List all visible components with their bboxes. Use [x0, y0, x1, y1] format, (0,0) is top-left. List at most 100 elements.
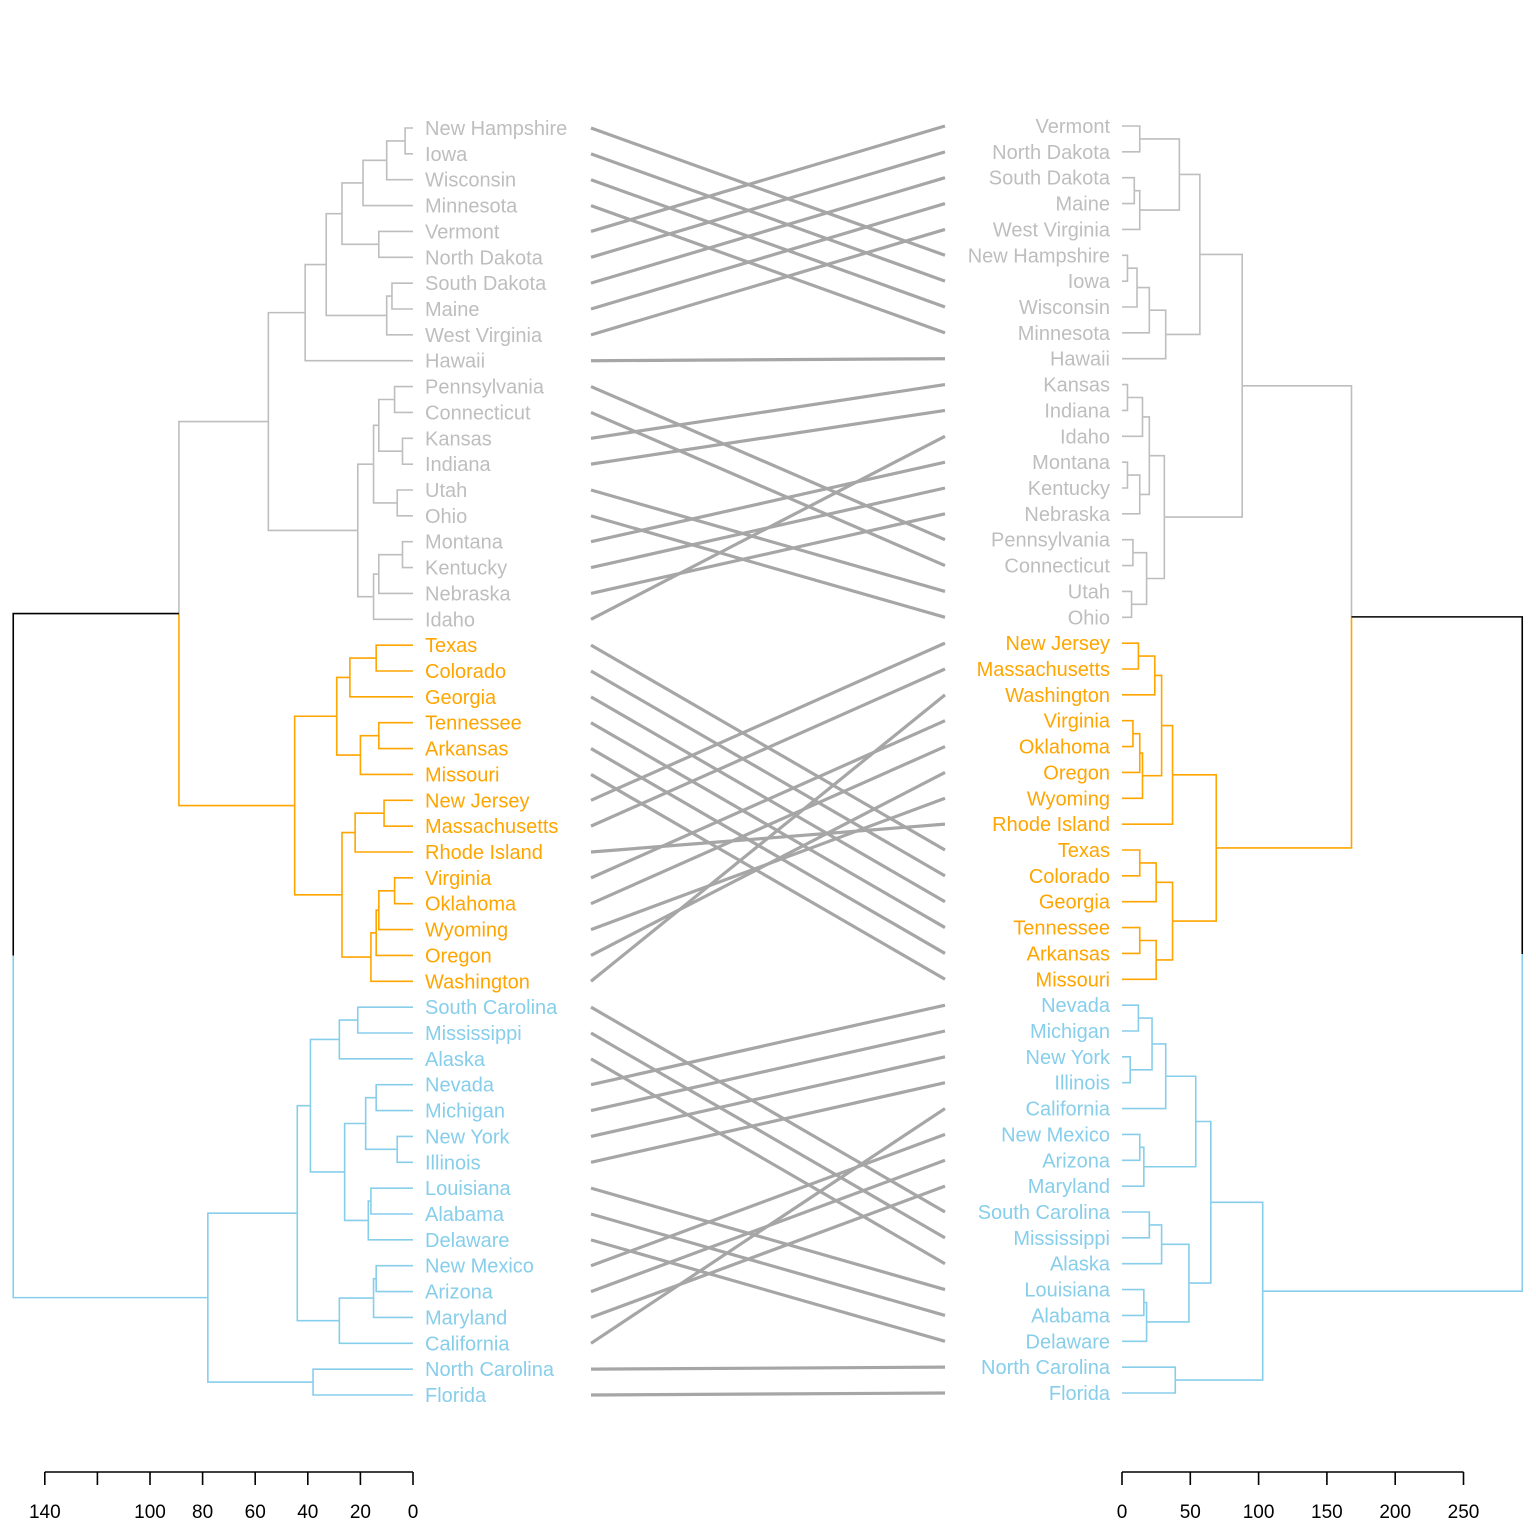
- dendrogram-branch: [1165, 1075, 1197, 1122]
- dendrogram-branch: [293, 805, 342, 896]
- dendrogram-branch: [1122, 926, 1141, 941]
- dendrogram-branch: [1122, 1302, 1145, 1317]
- dendrogram-branch: [396, 489, 413, 503]
- dendrogram-branch: [1122, 849, 1141, 863]
- dendrogram-branch: [1165, 254, 1201, 336]
- axis-tick-label: 20: [350, 1502, 371, 1523]
- leaf-label: Missouri: [1036, 969, 1110, 991]
- dendrogram-branch: [1122, 656, 1140, 670]
- dendrogram-branch: [393, 877, 413, 891]
- connector-line: [589, 693, 947, 983]
- dendrogram-branch: [1138, 1017, 1153, 1044]
- leaf-label: Maine: [425, 299, 479, 321]
- dendrogram-branch: [1134, 189, 1141, 211]
- dendrogram-branch: [1122, 1211, 1151, 1225]
- dendrogram-branch: [1122, 176, 1136, 191]
- leaf-label: Maryland: [1028, 1176, 1110, 1198]
- dendrogram-branch: [404, 140, 413, 155]
- leaf-label: Tennessee: [425, 713, 522, 735]
- leaf-label: Oklahoma: [1019, 737, 1111, 759]
- dendrogram-branch: [1122, 268, 1129, 282]
- dendrogram-branch: [1152, 1043, 1167, 1077]
- axis-tick-label: 0: [408, 1502, 419, 1523]
- leaf-label: Georgia: [425, 687, 497, 709]
- connector-line: [590, 641, 946, 802]
- connector-line: [590, 745, 946, 906]
- dendrogram-branch: [1161, 724, 1174, 775]
- axis-tick-label: 150: [1311, 1502, 1343, 1523]
- leaf-label: Idaho: [425, 609, 475, 631]
- dendrogram-branch: [1142, 725, 1163, 777]
- dendrogram-branch: [1122, 416, 1144, 438]
- dendrogram-branch: [393, 385, 413, 400]
- dendrogram-branch: [1172, 847, 1218, 922]
- axis-tick-label: 100: [134, 1502, 166, 1523]
- dendrogram-branch: [378, 910, 413, 931]
- connector-line: [590, 747, 946, 955]
- dendrogram-branch: [1122, 642, 1140, 657]
- dendrogram-branch: [1138, 655, 1156, 676]
- connector-line: [590, 1186, 946, 1292]
- leaf-label: Wyoming: [1027, 788, 1110, 810]
- dendrogram-branch: [370, 932, 377, 958]
- dendrogram-branch: [1122, 590, 1133, 605]
- leaf-label: South Carolina: [978, 1202, 1111, 1224]
- leaf-label: Michigan: [1030, 1021, 1110, 1043]
- connector-line: [590, 1238, 946, 1343]
- leaf-label: Ohio: [1068, 607, 1110, 629]
- dendrogram-branch: [1122, 1244, 1163, 1265]
- leaf-label: Connecticut: [425, 402, 531, 424]
- axis-tick-label: 50: [1180, 1502, 1201, 1523]
- dendrogram-branch: [378, 721, 413, 736]
- dendrogram-branch: [338, 1019, 358, 1040]
- dendrogram-branch: [372, 1298, 413, 1319]
- connector-line: [590, 178, 946, 309]
- dendrogram-branch: [378, 398, 395, 426]
- leaf-label: Alaska: [425, 1049, 486, 1071]
- dendrogram-branch: [1122, 1056, 1131, 1070]
- axis-tick-label: 200: [1379, 1502, 1411, 1523]
- dendrogram-branch: [296, 1213, 340, 1322]
- dendrogram-branch: [1122, 774, 1174, 825]
- connector-line: [590, 719, 946, 880]
- leaf-label: Illinois: [425, 1152, 481, 1174]
- dendrogram-branch: [378, 735, 413, 750]
- dendrogram-branch: [356, 463, 374, 531]
- dendrogram-branch: [391, 282, 413, 297]
- dendrogram-branch: [304, 263, 327, 313]
- leaf-label: Hawaii: [1050, 349, 1110, 371]
- leaf-label: Ohio: [425, 506, 467, 528]
- leaf-label: Maine: [1056, 194, 1110, 216]
- dendrogram-branch: [375, 1278, 413, 1293]
- dendrogram-branch: [1122, 1288, 1145, 1303]
- leaf-label: Iowa: [425, 144, 468, 166]
- dendrogram-branch: [375, 644, 413, 659]
- dendrogram-branch: [1122, 383, 1129, 398]
- connector-line: [590, 357, 946, 363]
- axis-tick-label: 40: [297, 1502, 318, 1523]
- dendrogram-branch: [1122, 552, 1134, 567]
- dendrogram-branch: [1149, 454, 1166, 518]
- dendrogram-branch: [401, 437, 413, 452]
- leaf-label: Utah: [1068, 581, 1110, 603]
- leaf-label: South Carolina: [425, 997, 558, 1019]
- dendrogram-branch: [1122, 1366, 1177, 1381]
- leaf-label: Michigan: [425, 1101, 505, 1123]
- dendrogram-branch: [1139, 862, 1157, 883]
- dendrogram-branch: [1146, 1283, 1190, 1323]
- leaf-label: Kansas: [1043, 375, 1110, 397]
- dendrogram-branch: [356, 1020, 413, 1034]
- dendrogram-branch: [1122, 604, 1133, 619]
- leaf-label: West Virginia: [993, 219, 1111, 241]
- dendrogram-branch: [349, 657, 377, 678]
- dendrogram-branch: [1242, 384, 1353, 617]
- leaf-label: Georgia: [1039, 892, 1111, 914]
- dendrogram-branch: [1122, 538, 1134, 553]
- dendrogram-branch: [1122, 959, 1157, 981]
- leaf-label: Minnesota: [1018, 323, 1111, 345]
- dendrogram-branch: [335, 716, 361, 756]
- leaf-label: Hawaii: [425, 351, 485, 373]
- leaf-label: California: [1026, 1099, 1111, 1121]
